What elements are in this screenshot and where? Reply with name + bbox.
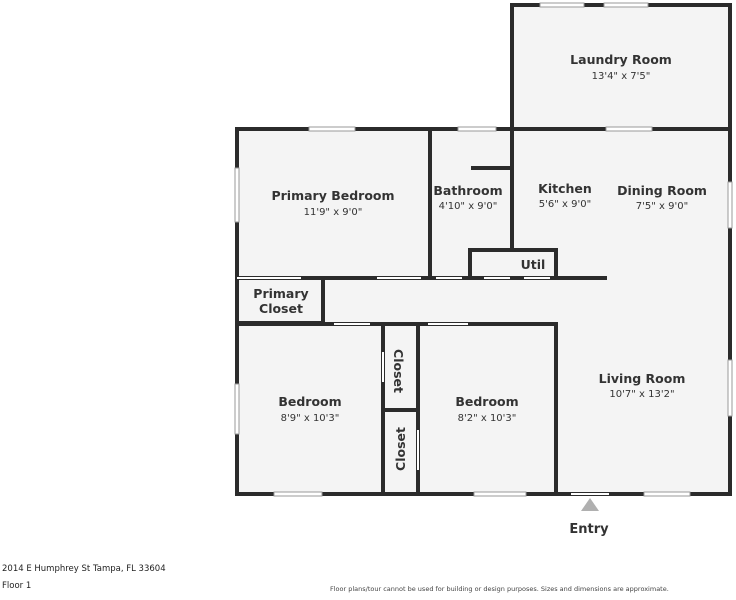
closet-1-name: Closet	[391, 349, 406, 393]
bathroom-name: Bathroom	[433, 183, 502, 198]
primary-closet-name-line2: Closet	[259, 301, 303, 316]
property-address: 2014 E Humphrey St Tampa, FL 33604	[2, 564, 166, 574]
door-openings	[237, 277, 609, 495]
bedroom-1-dims: 8'9" x 10'3"	[281, 413, 340, 424]
closet-2-name: Closet	[393, 427, 408, 471]
entry-label: Entry	[569, 522, 609, 537]
kitchen-dims: 5'6" x 9'0"	[539, 199, 591, 210]
entry-arrow-icon	[581, 498, 599, 511]
primary-bedroom-name: Primary Bedroom	[271, 188, 394, 203]
disclaimer-text: Floor plans/tour cannot be used for buil…	[330, 585, 669, 593]
laundry-room-name: Laundry Room	[570, 52, 672, 67]
primary-closet-name-line1: Primary	[253, 286, 308, 301]
living-room-name: Living Room	[599, 371, 686, 386]
dining-room-name: Dining Room	[617, 183, 707, 198]
util-name: Util	[521, 257, 546, 272]
primary-bedroom-dims: 11'9" x 9'0"	[304, 207, 363, 218]
living-room-dims: 10'7" x 13'2"	[609, 389, 674, 400]
bathroom-dims: 4'10" x 9'0"	[439, 201, 498, 212]
bedroom-2-dims: 8'2" x 10'3"	[458, 413, 517, 424]
floor-label: Floor 1	[2, 581, 32, 591]
laundry-room-dims: 13'4" x 7'5"	[592, 71, 651, 82]
kitchen-name: Kitchen	[538, 181, 592, 196]
bedroom-2-name: Bedroom	[455, 394, 518, 409]
dining-room-dims: 7'5" x 9'0"	[636, 201, 688, 212]
bedroom-1-name: Bedroom	[278, 394, 341, 409]
windows	[234, 2, 733, 497]
floor-area	[238, 6, 729, 493]
